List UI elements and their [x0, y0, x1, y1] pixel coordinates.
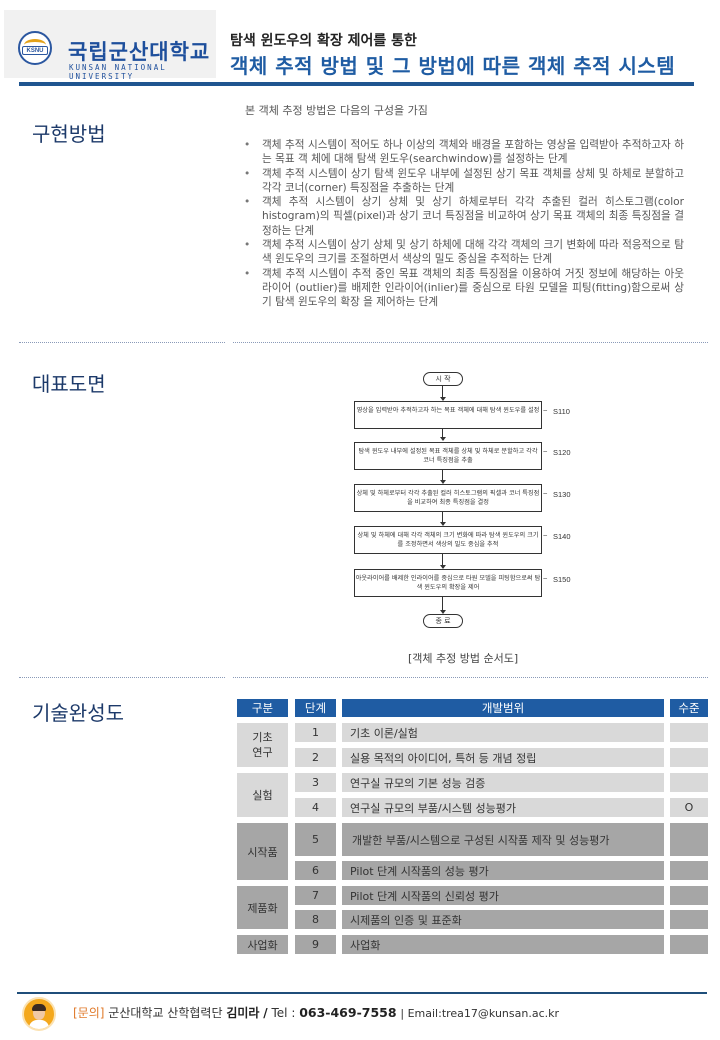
group-prototype: 시작품 — [237, 823, 288, 880]
level-cell — [670, 723, 708, 742]
section-divider — [19, 677, 225, 678]
scope-cell: 시제품의 인증 및 표준화 — [342, 910, 664, 929]
contact-name: 김미라 — [226, 1006, 260, 1020]
email-address[interactable]: | Email:trea17@kunsan.ac.kr — [400, 1007, 560, 1020]
stage-cell: 5 — [295, 823, 336, 856]
separator: / — [263, 1006, 268, 1020]
implementation-intro: 본 객체 추정 방법은 다음의 구성을 가짐 — [245, 104, 428, 117]
section-label-maturity: 기술완성도 — [32, 701, 124, 725]
scope-cell: 실용 목적의 아이디어, 특허 등 개념 정립 — [342, 748, 664, 767]
stage-cell: 3 — [295, 773, 336, 792]
flowchart-step: 상체 및 하체에 대해 각각 객체의 크기 변화에 따라 탐색 윈도우의 크기를… — [354, 526, 542, 554]
stage-cell: 7 — [295, 886, 336, 905]
scope-cell: Pilot 단계 시작품의 신뢰성 평가 — [342, 886, 664, 905]
flowchart-step: 탐색 윈도우 내부에 설정된 목표 객체를 상체 및 하체로 분할하고 각각 코… — [354, 442, 542, 470]
list-item: •객체 추적 시스템이 적어도 하나 이상의 객체와 배경을 포함하는 영상을 … — [244, 139, 684, 166]
level-cell-current: O — [670, 798, 708, 817]
flowchart-end: 종 료 — [423, 614, 463, 628]
tel-label: Tel : — [271, 1006, 296, 1020]
arrow-down-icon — [439, 554, 446, 569]
level-cell — [670, 823, 708, 856]
implementation-bullet-list: •객체 추적 시스템이 적어도 하나 이상의 객체와 배경을 포함하는 영상을 … — [242, 138, 684, 310]
level-cell — [670, 861, 708, 880]
step-id: S130 — [543, 489, 570, 499]
step-id: S120 — [543, 447, 570, 457]
page-subtitle: 탐색 윈도우의 확장 제어를 통한 — [230, 33, 417, 49]
flowchart: 시 작 영상을 입력받아 추적하고자 하는 목표 객체에 대해 탐색 윈도우를 … — [345, 368, 585, 630]
scope-cell: 사업화 — [342, 935, 664, 954]
table-header-scope: 개발범위 — [342, 699, 664, 717]
arrow-down-icon — [439, 429, 446, 441]
level-cell — [670, 935, 708, 954]
university-name: 국립군산대학교 — [68, 40, 211, 64]
scope-cell: 연구실 규모의 부품/시스템 성능평가 — [342, 798, 664, 817]
inquiry-label: [문의] — [73, 1006, 105, 1020]
section-label-representative: 대표도면 — [32, 372, 106, 396]
arrow-down-icon — [439, 386, 446, 401]
section-divider — [19, 342, 225, 343]
arrow-down-icon — [439, 512, 446, 526]
title-divider — [19, 82, 694, 86]
bullet-icon: • — [244, 267, 251, 280]
contact-avatar-icon — [22, 997, 56, 1031]
level-cell — [670, 886, 708, 905]
level-cell — [670, 748, 708, 767]
bullet-icon: • — [244, 139, 251, 151]
flowchart-step: 아웃라이어를 배제한 인라이어를 중심으로 타원 모델을 피팅함으로써 탐색 윈… — [354, 569, 542, 597]
step-id: S150 — [543, 574, 570, 584]
group-basic-research: 기초 연구 — [237, 723, 288, 767]
flowchart-caption: [객체 추정 방법 순서도] — [408, 652, 519, 665]
arrow-down-icon — [439, 597, 446, 614]
scope-cell: 기초 이론/실험 — [342, 723, 664, 742]
bullet-icon: • — [244, 196, 251, 209]
arrow-down-icon — [439, 470, 446, 484]
bullet-icon: • — [244, 239, 251, 252]
stage-cell: 8 — [295, 910, 336, 929]
level-cell — [670, 910, 708, 929]
stage-cell: 6 — [295, 861, 336, 880]
list-item: •객체 추적 시스템이 상기 상체 및 상기 하체에 대해 각각 객체의 크기 … — [244, 239, 684, 266]
table-header-category: 구분 — [237, 699, 288, 717]
footer-divider — [17, 992, 707, 994]
contact-org: 군산대학교 산학협력단 — [108, 1006, 223, 1020]
scope-cell: 연구실 규모의 기본 성능 검증 — [342, 773, 664, 792]
section-label-implementation: 구현방법 — [32, 122, 106, 146]
contact-info: [문의] 군산대학교 산학협력단 김미라 / Tel : 063-469-755… — [73, 1004, 559, 1021]
group-commercialization: 사업화 — [237, 935, 288, 954]
section-divider — [233, 677, 708, 678]
list-item: •객체 추적 시스템이 상기 상체 및 상기 하체로부터 각각 추출된 컬러 히… — [244, 196, 684, 237]
table-header-stage: 단계 — [295, 699, 336, 717]
flowchart-step: 상체 및 하체로부터 각각 추출된 컬러 히스토그램의 픽셀과 코너 특징점을 … — [354, 484, 542, 512]
list-item: •객체 추적 시스템이 추적 중인 목표 객체의 최종 특징점을 이용하여 거짓… — [244, 267, 684, 309]
table-header-level: 수준 — [670, 699, 708, 717]
tel-number[interactable]: 063-469-7558 — [299, 1005, 397, 1020]
list-item: •객체 추적 시스템이 상기 탐색 윈도우 내부에 설정된 상기 목표 객체를 … — [244, 167, 684, 194]
flowchart-start: 시 작 — [423, 372, 463, 386]
university-emblem-icon: KSNU — [18, 31, 52, 65]
scope-cell: Pilot 단계 시작품의 성능 평가 — [342, 861, 664, 880]
group-experiment: 실험 — [237, 773, 288, 817]
scope-cell: 개발한 부품/시스템으로 구성된 시작품 제작 및 성능평가 — [342, 823, 664, 856]
stage-cell: 2 — [295, 748, 336, 767]
bullet-icon: • — [244, 167, 251, 180]
section-divider — [233, 342, 708, 343]
university-logo: KSNU 국립군산대학교 KUNSAN NATIONAL UNIVERSITY — [4, 10, 216, 81]
stage-cell: 1 — [295, 723, 336, 742]
step-id: S110 — [543, 406, 570, 416]
group-productization: 제품화 — [237, 886, 288, 929]
page-title: 객체 추적 방법 및 그 방법에 따른 객체 추적 시스템 — [230, 54, 676, 78]
university-name-english: KUNSAN NATIONAL UNIVERSITY — [69, 63, 167, 81]
stage-cell: 9 — [295, 935, 336, 954]
step-id: S140 — [543, 531, 570, 541]
stage-cell: 4 — [295, 798, 336, 817]
flowchart-step: 영상을 입력받아 추적하고자 하는 목표 객체에 대해 탐색 윈도우를 설정 — [354, 401, 542, 429]
level-cell — [670, 773, 708, 792]
